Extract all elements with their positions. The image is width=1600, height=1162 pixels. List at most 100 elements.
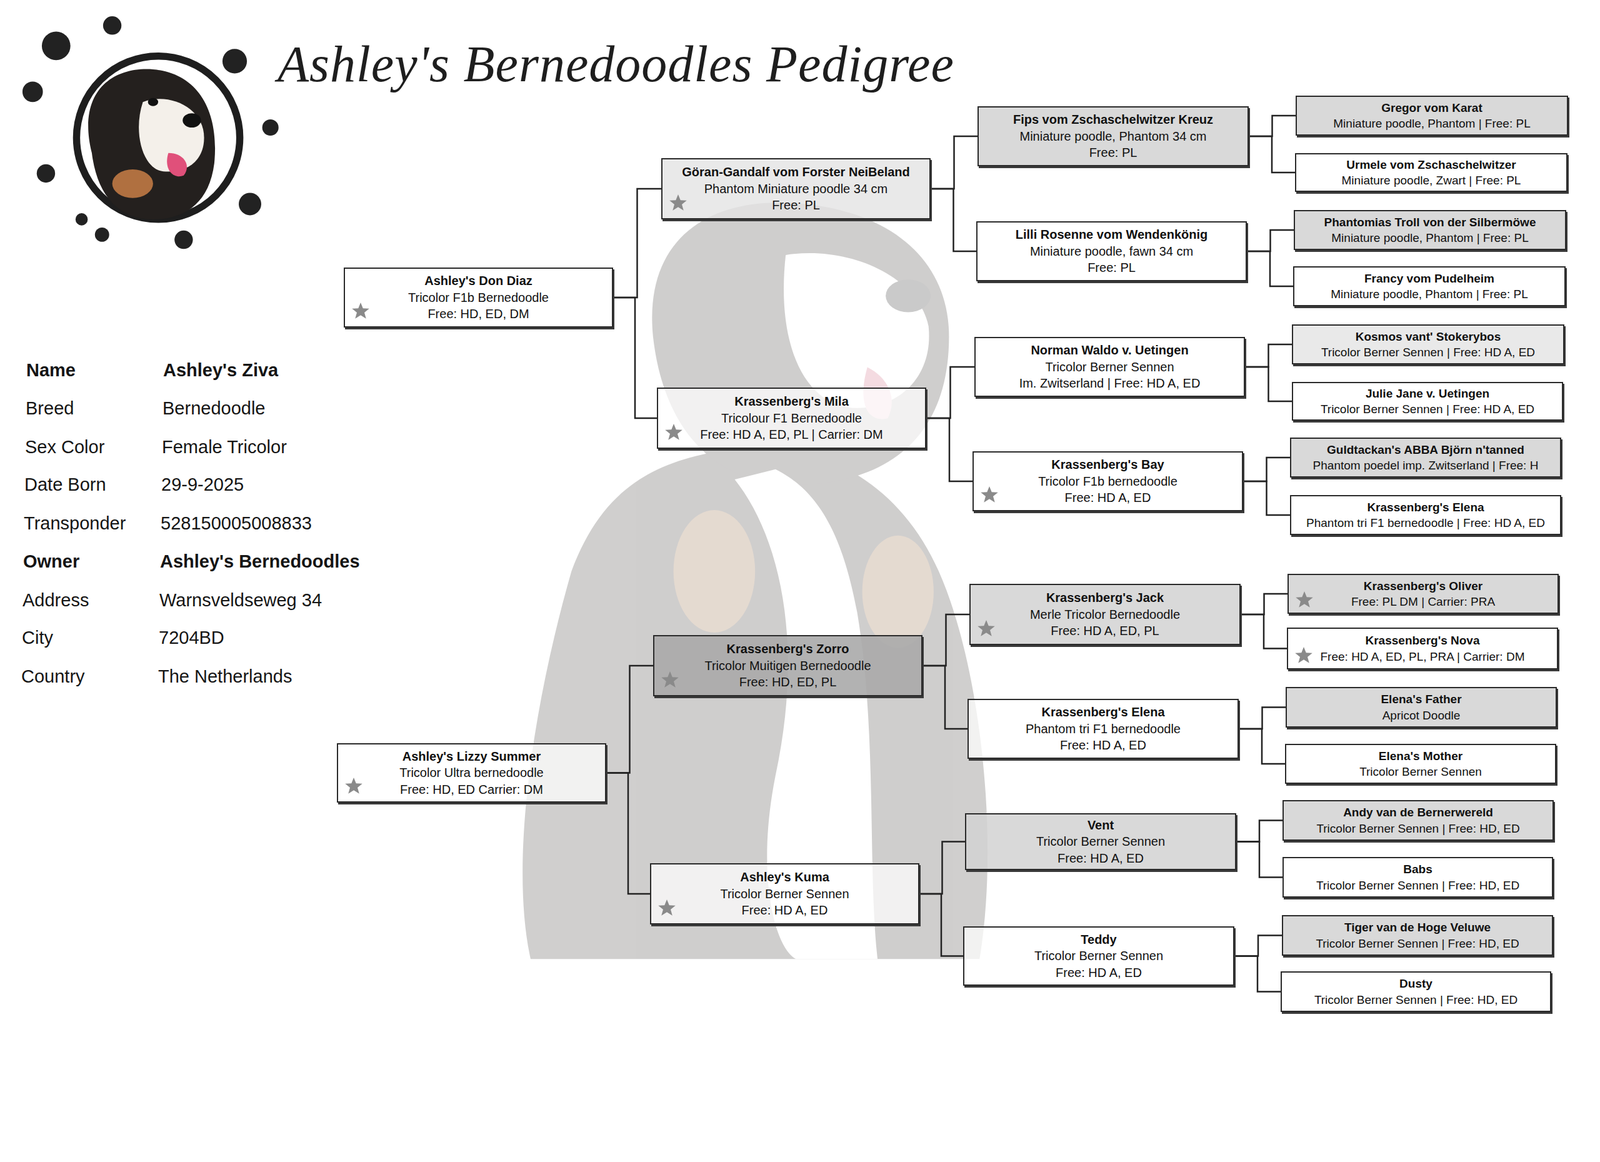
dog-details: Tricolor Berner Sennen | Free: HD A, ED [1320, 401, 1535, 417]
logo-dog-tan [112, 169, 154, 199]
dog-name: Krassenberg's Elena [1041, 703, 1165, 721]
dog-name: Norman Waldo v. Uetingen [1030, 341, 1189, 359]
pedigree-box: Guldtackan's ABBA Björn n'tannedPhantom … [1290, 437, 1562, 478]
pedigree-connector [1248, 136, 1295, 173]
pedigree-box: BabsTricolor Berner Sennen | Free: HD, E… [1282, 856, 1554, 898]
star-icon [664, 422, 684, 442]
star-shape [345, 777, 363, 794]
field-value: The Netherlands [158, 666, 292, 687]
dog-details: Tricolor Berner Sennen [1036, 833, 1165, 850]
dog-details: Free: HD A, ED [1057, 850, 1144, 867]
dog-name: Krassenberg's Bay [1051, 456, 1164, 474]
dog-name: Kosmos vant' Stokerybos [1355, 328, 1502, 345]
dog-name: Krassenberg's Nova [1365, 632, 1480, 649]
pedigree-connector [1236, 820, 1283, 842]
logo-splatter [103, 16, 122, 35]
pedigree-connector [613, 297, 657, 419]
pedigree-box: Gregor vom KaratMiniature poodle, Phanto… [1295, 95, 1569, 136]
pedigree-connector [1243, 481, 1290, 515]
pedigree-box: Fips vom Zschaschelwitzer KreuzMiniature… [977, 106, 1249, 167]
dog-details: Free: HD A, ED, PL | Carrier: DM [700, 426, 883, 444]
dog-name: Krassenberg's Oliver [1363, 578, 1483, 594]
dog-details: Tricolor Berner Sennen [1034, 947, 1164, 965]
star-shape [977, 620, 995, 637]
star-icon [668, 193, 688, 212]
pedigree-connector [1246, 251, 1294, 287]
dog-name: Vent [1087, 816, 1114, 834]
pedigree-box: Lilli Rosenne vom WendenkönigMiniature p… [976, 221, 1247, 282]
pedigree-connector [1234, 935, 1282, 957]
field-label: City [21, 627, 54, 649]
field-label: Owner [23, 551, 80, 572]
dog-details: Free: HD A, ED, PL, PRA | Carrier: DM [1320, 648, 1525, 665]
star-shape [665, 423, 683, 440]
field-label: Sex Color [25, 436, 105, 458]
logo-dog-tongue [166, 153, 187, 177]
dog-name: Tiger van de Hoge Veluwe [1344, 919, 1491, 935]
dog-details: Phantom tri F1 bernedoodle [1025, 720, 1181, 738]
dog-name: Elena's Mother [1378, 748, 1463, 764]
dog-name: Lilli Rosenne vom Wendenkönig [1015, 226, 1208, 244]
dog-name: Teddy [1080, 931, 1117, 949]
logo-dog-nose [182, 113, 201, 128]
star-icon [351, 301, 370, 320]
watermark-tan [862, 535, 934, 649]
logo-splatter [238, 192, 262, 215]
logo-splatter [36, 164, 55, 183]
pedigree-box: Elena's FatherApricot Doodle [1285, 686, 1557, 728]
star-shape [669, 194, 687, 211]
star-shape [1295, 646, 1313, 664]
dog-details: Phantom tri F1 bernedoodle | Free: HD A,… [1306, 515, 1545, 531]
star-shape [661, 671, 679, 688]
pedigree-box: VentTricolor Berner SennenFree: HD A, ED [965, 813, 1237, 870]
logo-splatter [222, 48, 247, 74]
dog-name: Krassenberg's Jack [1046, 589, 1164, 607]
dog-details: Tricolor Ultra bernedoodle [399, 764, 544, 782]
dog-details: Tricolour F1 Bernedoodle [721, 410, 862, 427]
pedigree-box: Krassenberg's OliverFree: PL DM | Carrie… [1287, 573, 1559, 614]
title: Ashley's Bernedoodles Pedigree [277, 35, 955, 94]
pedigree-connector [1234, 956, 1281, 992]
logo-splatter [22, 81, 44, 103]
pedigree-box: Krassenberg's ZorroTricolor Muitigen Ber… [653, 635, 923, 697]
pedigree-box: Krassenberg's JackMerle Tricolor Bernedo… [969, 583, 1241, 645]
dog-name: Babs [1403, 861, 1432, 877]
star-icon [976, 618, 996, 638]
pedigree-box: Phantomias Troll von der SilbermöweMinia… [1293, 210, 1567, 250]
dog-details: Tricolor Berner Sennen [1045, 358, 1174, 376]
pedigree-connector [919, 841, 965, 895]
dog-details: Miniature poodle, Phantom | Free: PL [1331, 230, 1529, 246]
pedigree-connector [606, 773, 650, 895]
pedigree-box: Ashley's Lizzy SummerTricolor Ultra bern… [336, 743, 607, 803]
watermark-body [522, 447, 988, 960]
field-label: Date Born [24, 474, 107, 495]
logo-paw [95, 227, 110, 242]
dog-details: Tricolor Berner Sennen | Free: HD, ED [1316, 820, 1520, 837]
pedigree-connector [1248, 115, 1296, 137]
watermark-tan [673, 510, 756, 633]
dog-details: Tricolor Berner Sennen | Free: HD, ED [1316, 877, 1520, 894]
logo-splatter [262, 119, 279, 136]
pedigree-box: Göran-Gandalf vom Forster NeiBelandPhant… [661, 158, 931, 220]
dog-details: Free: HD, ED Carrier: DM [400, 781, 544, 799]
dog-details: Tricolor Muitigen Bernedoodle [704, 657, 871, 675]
dog-details: Tricolor F1b bernedoodle [1038, 473, 1178, 490]
dog-details: Phantom poedel imp. Zwitserland | Free: … [1313, 457, 1539, 474]
dog-name: Fips vom Zschaschelwitzer Kreuz [1013, 111, 1214, 129]
pedigree-box: Krassenberg's ElenaPhantom tri F1 berned… [967, 698, 1239, 759]
field-label: Transponder [23, 513, 126, 534]
star-icon [1295, 590, 1314, 609]
pedigree-box: Ashley's Don DiazTricolor F1b Bernedoodl… [343, 267, 614, 328]
dog-details: Free: HD, ED, DM [427, 305, 529, 323]
field-value: Bernedoodle [162, 398, 265, 419]
pedigree-box: Andy van de BernerwereldTricolor Berner … [1282, 800, 1554, 841]
dog-details: Free: HD A, ED, PL [1050, 622, 1159, 640]
logo-ring [76, 56, 240, 220]
pedigree-connector [1236, 841, 1283, 878]
pedigree-connector [930, 136, 978, 189]
dog-details: Tricolor F1b Bernedoodle [408, 289, 549, 307]
dog-name: Gregor vom Karat [1381, 100, 1483, 116]
dog-details: Free: PL [1087, 259, 1136, 277]
pedigree-box: Julie Jane v. UetingenTricolor Berner Se… [1291, 381, 1564, 421]
